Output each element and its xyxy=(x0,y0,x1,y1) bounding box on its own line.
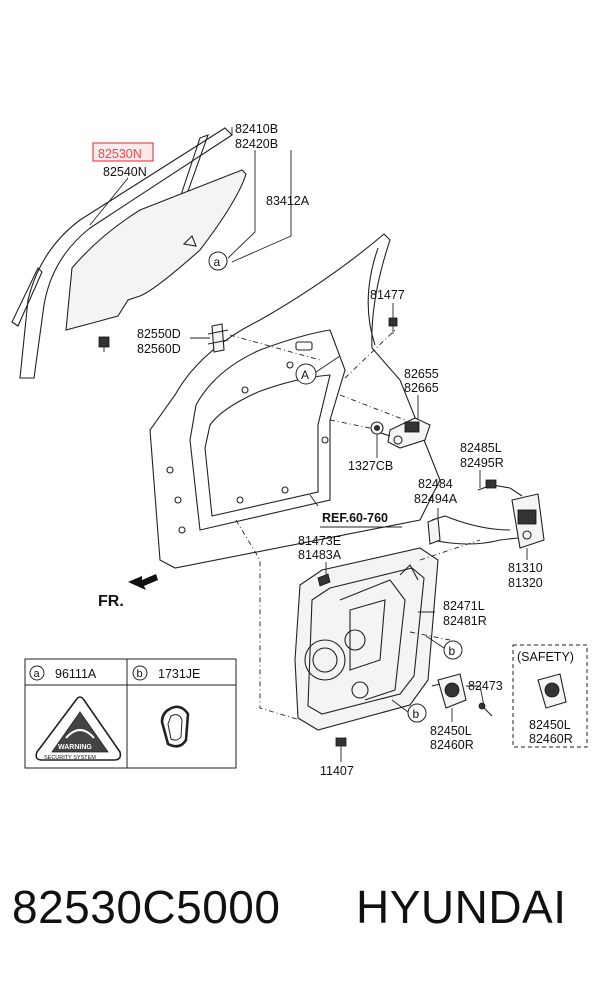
label-1327CB[interactable]: 1327CB xyxy=(348,459,393,473)
speaker-opening xyxy=(304,639,346,681)
front-arrow-icon xyxy=(128,574,158,590)
label-81473E[interactable]: 81473E xyxy=(298,534,341,548)
label-81483A[interactable]: 81483A xyxy=(298,548,342,562)
label-82540N[interactable]: 82540N xyxy=(103,165,147,179)
part-labels: 82530N 82540N 82410B 82420B 83412A 82550… xyxy=(92,122,543,778)
label-83412A[interactable]: 83412A xyxy=(266,194,310,208)
label-81320[interactable]: 81320 xyxy=(508,576,543,590)
door-inner-panel xyxy=(149,233,441,569)
door-frame-outer xyxy=(149,233,441,569)
label-81310[interactable]: 81310 xyxy=(508,561,543,575)
label-82484[interactable]: 82484 xyxy=(418,477,453,491)
label-ref-60-760[interactable]: REF.60-760 xyxy=(322,511,388,525)
safety-label-82450L[interactable]: 82450L xyxy=(529,718,571,732)
door-hinge-edge xyxy=(367,247,379,346)
label-11407[interactable]: 11407 xyxy=(320,764,354,778)
safety-box: (SAFETY) 82450L 82460R xyxy=(512,644,588,748)
label-81477[interactable]: 81477 xyxy=(370,288,405,302)
label-82485L[interactable]: 82485L xyxy=(460,441,502,455)
warning-subtext: SECURITY SYSTEM xyxy=(44,755,96,761)
label-82481R[interactable]: 82481R xyxy=(443,614,487,628)
leader-lines xyxy=(89,127,528,762)
label-82460R[interactable]: 82460R xyxy=(430,738,474,752)
door-glass xyxy=(65,169,247,331)
safety-label-82460R[interactable]: 82460R xyxy=(529,732,573,746)
glass-run-lower xyxy=(11,267,43,327)
footer-brand: HYUNDAI xyxy=(356,881,567,933)
safety-title: (SAFETY) xyxy=(517,650,574,664)
label-82494A[interactable]: 82494A xyxy=(414,492,458,506)
regulator-rail xyxy=(339,579,406,701)
front-marker: FR. xyxy=(98,574,158,610)
door-actuator xyxy=(377,417,431,449)
grommet-icon xyxy=(160,705,190,748)
label-82550D[interactable]: 82550D xyxy=(137,327,181,341)
latch-cable xyxy=(427,515,519,545)
module-inner xyxy=(307,567,425,715)
regulator-bracket xyxy=(207,323,229,353)
regulator-module xyxy=(294,547,439,731)
highlight-box xyxy=(92,142,154,162)
warning-text: WARNING xyxy=(58,744,92,751)
latch-rod xyxy=(477,479,523,497)
label-82560D[interactable]: 82560D xyxy=(137,342,181,356)
frame-holes xyxy=(166,341,329,534)
legend-a-letter: a xyxy=(34,668,41,680)
door-frame-inner xyxy=(189,329,346,531)
callout-a-upper: a xyxy=(214,255,221,269)
bolt-bottom xyxy=(335,737,347,756)
regulator-pulley xyxy=(344,629,366,651)
front-label: FR. xyxy=(98,593,124,610)
regulator-motor xyxy=(431,673,467,709)
screw-82473 xyxy=(478,702,493,717)
module-panel xyxy=(294,547,439,731)
footer: 82530C5000 HYUNDAI xyxy=(0,870,600,950)
label-82471L[interactable]: 82471L xyxy=(443,599,485,613)
clip-1327cb xyxy=(370,421,384,435)
label-82655[interactable]: 82655 xyxy=(404,367,439,381)
label-82420B[interactable]: 82420B xyxy=(235,137,278,151)
label-82495R[interactable]: 82495R xyxy=(460,456,504,470)
callout-A: A xyxy=(301,368,309,382)
legend-b-part[interactable]: 1731JE xyxy=(158,667,200,681)
safety-motor xyxy=(537,673,567,709)
label-82450L[interactable]: 82450L xyxy=(430,724,472,738)
label-82410B[interactable]: 82410B xyxy=(235,122,278,136)
callout-b-2: b xyxy=(413,707,420,721)
door-latch xyxy=(511,493,545,549)
glass-mark xyxy=(182,235,197,247)
label-82530N[interactable]: 82530N xyxy=(98,147,142,161)
legend-table: a 96111A b 1731JE WARNING SECURITY SYSTE… xyxy=(24,658,237,769)
legend-b-letter: b xyxy=(137,668,143,680)
glass-clip xyxy=(98,336,110,352)
label-82665[interactable]: 82665 xyxy=(404,381,439,395)
callout-b-1: b xyxy=(449,644,456,658)
callouts: a A b b xyxy=(208,251,463,723)
label-82473[interactable]: 82473 xyxy=(468,679,503,693)
module-clip xyxy=(317,573,331,587)
warning-label-icon: WARNING SECURITY SYSTEM xyxy=(35,696,122,761)
legend-a-part[interactable]: 96111A xyxy=(55,667,97,681)
bolt-top xyxy=(388,317,398,334)
door-opening xyxy=(204,374,331,517)
footer-part-number: 82530C5000 xyxy=(12,881,281,933)
